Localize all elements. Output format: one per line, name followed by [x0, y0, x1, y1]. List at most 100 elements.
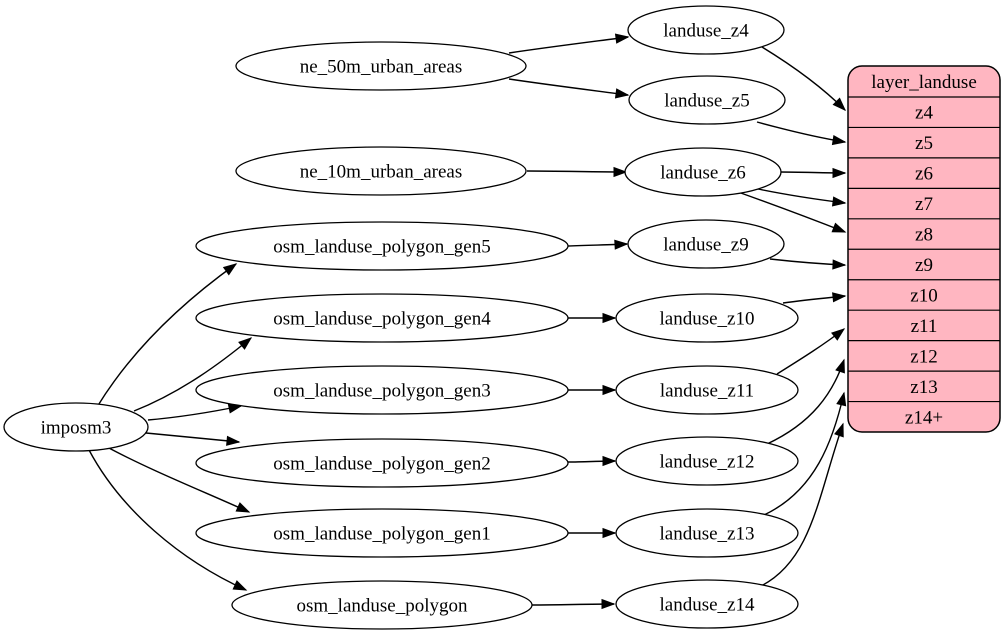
edge-line	[88, 449, 247, 591]
table-row-z13: z13	[910, 377, 937, 398]
arrowhead-icon	[235, 502, 251, 513]
edge-line	[508, 36, 629, 54]
edge-line	[147, 405, 242, 421]
edge-ne_50m_urban_areas--landuse_z5	[508, 78, 630, 99]
node-landuse_z12: landuse_z12	[615, 436, 799, 486]
node-ellipse	[615, 436, 799, 486]
node-ellipse	[615, 293, 799, 343]
node-label: landuse_z10	[660, 309, 755, 330]
edge-osm_landuse_polygon--landuse_z14	[531, 598, 616, 610]
arrowhead-icon	[831, 222, 847, 233]
node-label: imposm3	[41, 418, 112, 439]
edge-imposm3--osm_landuse_polygon_gen2	[145, 432, 241, 446]
node-osm_landuse_polygon_gen4: osm_landuse_polygon_gen4	[195, 293, 569, 343]
edge-line	[757, 188, 846, 204]
edge-landuse_z6--layer_landuse-z8	[737, 191, 847, 233]
edge-line	[760, 423, 844, 587]
node-label: osm_landuse_polygon_gen2	[273, 454, 490, 475]
arrowhead-icon	[831, 196, 847, 207]
arrowhead-icon	[232, 580, 248, 591]
node-ellipse	[231, 580, 533, 630]
arrowhead-icon	[602, 312, 617, 324]
arrowhead-icon	[831, 134, 847, 146]
node-label: ne_50m_urban_areas	[300, 57, 463, 78]
arrowhead-icon	[834, 422, 844, 438]
arrowhead-icon	[614, 239, 629, 250]
edge-imposm3--osm_landuse_polygon_gen3	[147, 403, 243, 421]
node-osm_landuse_polygon_gen1: osm_landuse_polygon_gen1	[195, 508, 569, 558]
node-ne_50m_urban_areas: ne_50m_urban_areas	[235, 41, 527, 91]
arrowhead-icon	[835, 358, 845, 374]
arrowhead-icon	[836, 391, 847, 407]
edge-osm_landuse_polygon_gen3--landuse_z11	[568, 384, 617, 396]
node-ellipse	[195, 365, 569, 415]
node-ellipse	[195, 293, 569, 343]
table-row-z14+: z14+	[905, 407, 943, 428]
node-label: osm_landuse_polygon_gen1	[273, 524, 490, 545]
node-osm_landuse_polygon_gen3: osm_landuse_polygon_gen3	[195, 365, 569, 415]
edge-ne_50m_urban_areas--landuse_z4	[508, 33, 630, 54]
node-label: landuse_z13	[660, 524, 755, 545]
node-osm_landuse_polygon_gen5: osm_landuse_polygon_gen5	[195, 221, 569, 271]
node-label: landuse_z4	[663, 21, 749, 42]
edge-osm_landuse_polygon_gen2--landuse_z12	[567, 455, 617, 467]
node-label: landuse_z11	[660, 381, 754, 402]
edge-imposm3--osm_landuse_polygon_gen4	[133, 337, 253, 412]
node-label: osm_landuse_polygon_gen5	[273, 237, 490, 258]
edge-landuse_z12--layer_landuse-z12	[766, 358, 845, 445]
edge-osm_landuse_polygon_gen1--landuse_z13	[568, 527, 617, 539]
node-label: ne_10m_urban_areas	[300, 162, 463, 183]
node-ellipse	[627, 219, 785, 269]
node-label: osm_landuse_polygon_gen4	[273, 309, 491, 330]
arrowhead-icon	[602, 455, 617, 467]
table-row-z11: z11	[911, 316, 938, 337]
node-landuse_z13: landuse_z13	[615, 508, 799, 558]
arrowhead-icon	[613, 166, 628, 178]
edge-imposm3--osm_landuse_polygon_gen5	[96, 263, 238, 408]
table-row-z4: z4	[915, 103, 933, 124]
edge-landuse_z11--layer_landuse-z11	[776, 328, 846, 375]
node-ellipse	[615, 365, 799, 415]
edge-line	[96, 263, 237, 408]
node-label: landuse_z6	[660, 163, 745, 184]
edge-line	[145, 432, 240, 443]
edge-landuse_z10--layer_landuse-z10	[782, 292, 847, 304]
table-row-z12: z12	[910, 346, 937, 367]
arrowhead-icon	[614, 33, 630, 44]
arrowhead-icon	[602, 527, 617, 539]
edge-landuse_z14--layer_landuse-z14+	[760, 422, 844, 587]
node-label: osm_landuse_polygon	[297, 596, 468, 617]
arrowhead-icon	[226, 435, 241, 446]
node-landuse_z10: landuse_z10	[615, 293, 799, 343]
table-title: layer_landuse	[871, 72, 977, 93]
node-ellipse	[628, 75, 786, 125]
edge-line	[133, 337, 252, 412]
node-landuse_z11: landuse_z11	[615, 365, 799, 415]
node-landuse_z4: landuse_z4	[627, 5, 785, 55]
node-label: osm_landuse_polygon_gen3	[273, 381, 490, 402]
arrowhead-icon	[831, 328, 846, 341]
edge-osm_landuse_polygon_gen4--landuse_z10	[568, 312, 617, 324]
arrowhead-icon	[832, 97, 847, 112]
edge-line	[106, 446, 250, 513]
edge-line	[756, 121, 846, 143]
node-ne_10m_urban_areas: ne_10m_urban_areas	[235, 146, 527, 196]
node-label: landuse_z9	[663, 235, 748, 256]
arrowhead-icon	[601, 598, 616, 610]
node-landuse_z5: landuse_z5	[628, 75, 786, 125]
node-landuse_z9: landuse_z9	[627, 219, 785, 269]
node-ellipse	[235, 146, 527, 196]
arrowhead-icon	[614, 88, 630, 99]
table-layer_landuse: layer_landusez4z5z6z7z8z9z10z11z12z13z14…	[847, 65, 1001, 433]
table-row-z6: z6	[915, 164, 933, 185]
node-label: landuse_z12	[660, 452, 755, 473]
node-ellipse	[195, 438, 569, 488]
arrowhead-icon	[832, 292, 847, 303]
arrowhead-icon	[832, 259, 847, 270]
table-row-z9: z9	[915, 255, 933, 276]
node-landuse_z6: landuse_z6	[624, 147, 782, 197]
table-row-z10: z10	[910, 285, 937, 306]
node-imposm3: imposm3	[3, 402, 149, 452]
